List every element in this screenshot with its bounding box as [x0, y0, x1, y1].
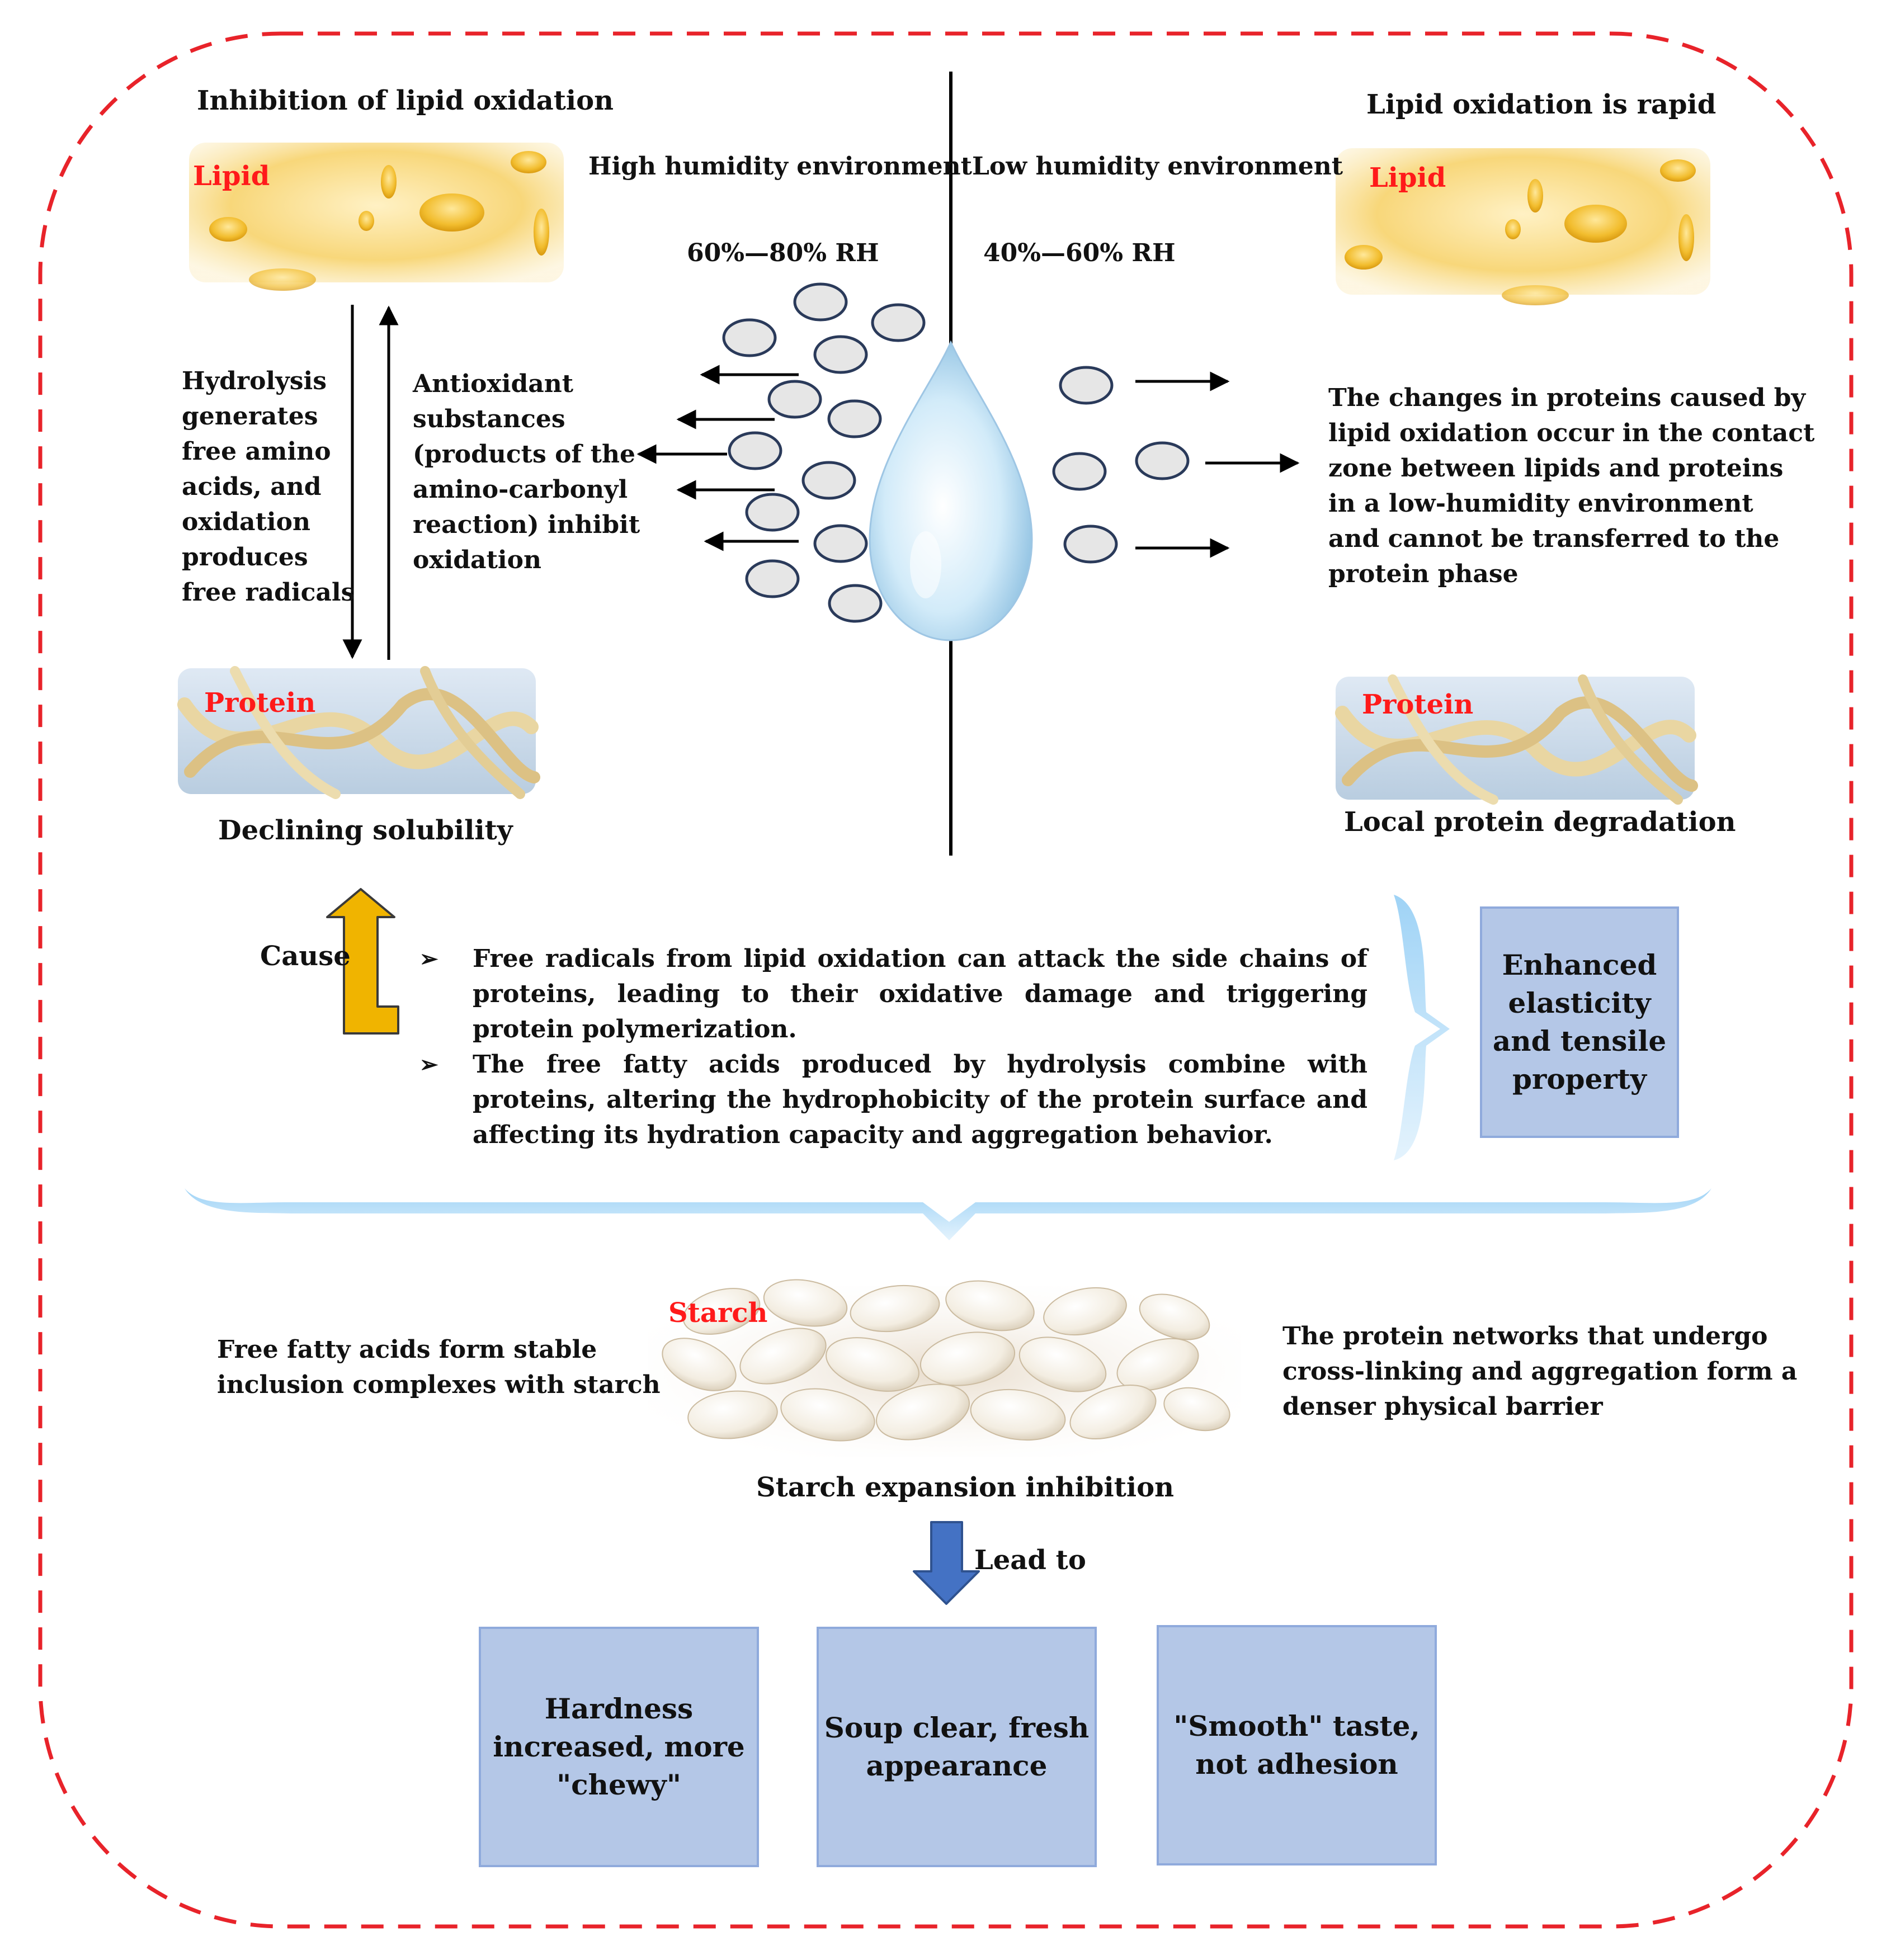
lead-to-arrow-icon	[913, 1521, 980, 1605]
dashed-border	[38, 31, 1854, 1929]
effect-box	[1480, 906, 1679, 1138]
starch-image	[648, 1279, 1241, 1457]
left-protein-image	[177, 666, 540, 799]
right-brace	[1394, 895, 1450, 1160]
cause-arrow-icon	[326, 888, 399, 1035]
molecules-low-humidity	[1052, 366, 1190, 564]
arrows-outward-low	[1135, 371, 1300, 558]
right-lipid-image	[1336, 148, 1710, 305]
left-lipid-image	[189, 143, 564, 291]
horizontal-brace	[185, 1188, 1711, 1240]
right-protein-image	[1335, 674, 1698, 805]
outcome-box-1	[479, 1627, 759, 1867]
outcome-box-3	[1157, 1625, 1437, 1865]
water-drop-icon	[869, 340, 1033, 641]
outcome-box-2	[817, 1627, 1097, 1867]
arrows-outward-high	[636, 365, 799, 551]
molecules-high-humidity	[722, 282, 926, 623]
